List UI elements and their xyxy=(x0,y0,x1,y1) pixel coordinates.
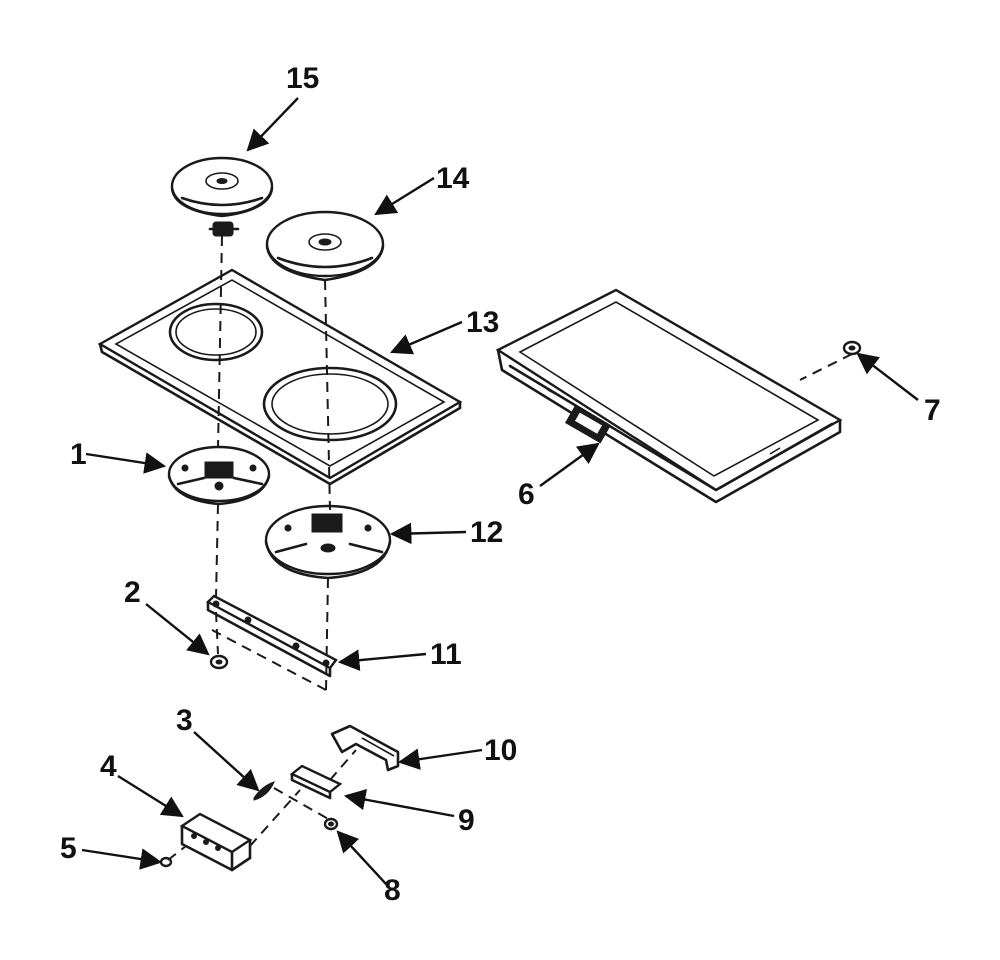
callout-8: 8 xyxy=(384,874,401,907)
callout-14: 14 xyxy=(436,162,470,195)
callout-labels: 15 14 13 1 12 2 11 7 6 3 10 4 9 5 8 xyxy=(60,62,941,907)
callout-11: 11 xyxy=(430,638,462,671)
assembly-lines xyxy=(167,235,853,861)
leader-arrows xyxy=(81,97,919,885)
part-3-clip xyxy=(253,781,275,801)
callout-5: 5 xyxy=(60,832,77,865)
part-15-small-surface-element xyxy=(170,156,274,237)
callout-2: 2 xyxy=(124,576,141,609)
part-11-support-bracket xyxy=(206,594,338,678)
callout-7: 7 xyxy=(924,394,941,427)
part-10-bracket-clip xyxy=(330,724,400,772)
callout-3: 3 xyxy=(176,704,193,737)
part-2-nut xyxy=(209,654,229,670)
part-14-large-surface-element xyxy=(265,210,385,282)
callout-4: 4 xyxy=(100,750,117,783)
callout-1: 1 xyxy=(70,438,87,471)
callout-13: 13 xyxy=(466,306,499,339)
part-7-screw xyxy=(842,340,862,356)
callout-10: 10 xyxy=(484,734,517,767)
part-8-screw xyxy=(323,817,339,831)
callout-6: 6 xyxy=(518,478,535,511)
part-1-small-reflector-pan xyxy=(167,445,271,506)
part-12-large-reflector-pan xyxy=(264,504,392,580)
part-13-cooktop-frame xyxy=(97,268,463,486)
part-9-plate xyxy=(289,764,343,800)
part-6-drip-tray xyxy=(495,288,843,504)
callout-15: 15 xyxy=(286,62,319,95)
callout-12: 12 xyxy=(470,516,503,549)
callout-9: 9 xyxy=(458,804,475,837)
part-4-terminal-block xyxy=(179,812,253,872)
